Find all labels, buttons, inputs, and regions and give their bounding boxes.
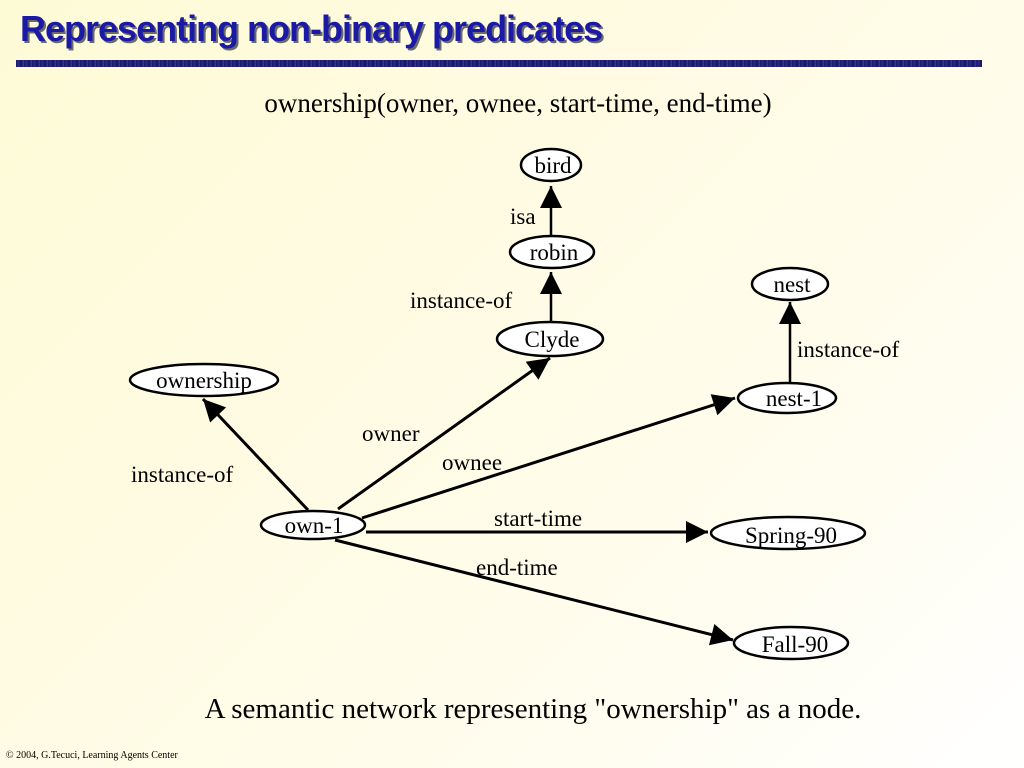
node-own-1: own-1 (259, 509, 367, 541)
node-clyde: Clyde (495, 320, 605, 358)
node-bird-label: bird (534, 153, 572, 178)
edge-label-ownee: ownee (442, 450, 502, 475)
edge-owner (337, 356, 551, 511)
node-own-1-label: own-1 (285, 513, 344, 538)
edge-label-owner: owner (362, 421, 420, 446)
node-spring-90: Spring-90 (709, 515, 867, 551)
node-bird: bird (519, 147, 583, 183)
node-fall-90-label: Fall-90 (762, 632, 828, 657)
edge-label-end-time: end-time (476, 555, 558, 580)
node-spring-90-label: Spring-90 (745, 523, 837, 548)
edge-ownee (361, 394, 736, 520)
predicate-signature: ownership(owner, ownee, start-time, end-… (264, 88, 772, 118)
edge-label-nest-instance-of: instance-of (797, 337, 900, 362)
node-robin-label: robin (530, 240, 579, 265)
node-nest-1: nest-1 (736, 381, 838, 415)
node-clyde-label: Clyde (525, 327, 580, 352)
edge-label-own-instance-of: instance-of (131, 462, 234, 487)
node-nest: nest (750, 266, 830, 302)
edge-label-start-time: start-time (494, 506, 582, 531)
node-nest-label: nest (773, 272, 811, 297)
node-fall-90: Fall-90 (732, 625, 850, 661)
edge-own-instance-of (201, 397, 310, 512)
node-nest-1-label: nest-1 (766, 386, 822, 411)
node-ownership-label: ownership (156, 368, 252, 393)
edge-label-robin-instance-of: instance-of (410, 288, 513, 313)
edge-end-time (334, 538, 734, 646)
slide-title: Representing non-binary predicates (20, 8, 603, 49)
node-robin: robin (508, 234, 596, 270)
title-underline-bar (16, 60, 982, 67)
copyright-footer: © 2004, G.Tecuci, Learning Agents Center (6, 750, 178, 761)
diagram-caption: A semantic network representing "ownersh… (204, 693, 862, 725)
edge-label-isa: isa (510, 204, 536, 229)
node-ownership: ownership (128, 362, 280, 398)
